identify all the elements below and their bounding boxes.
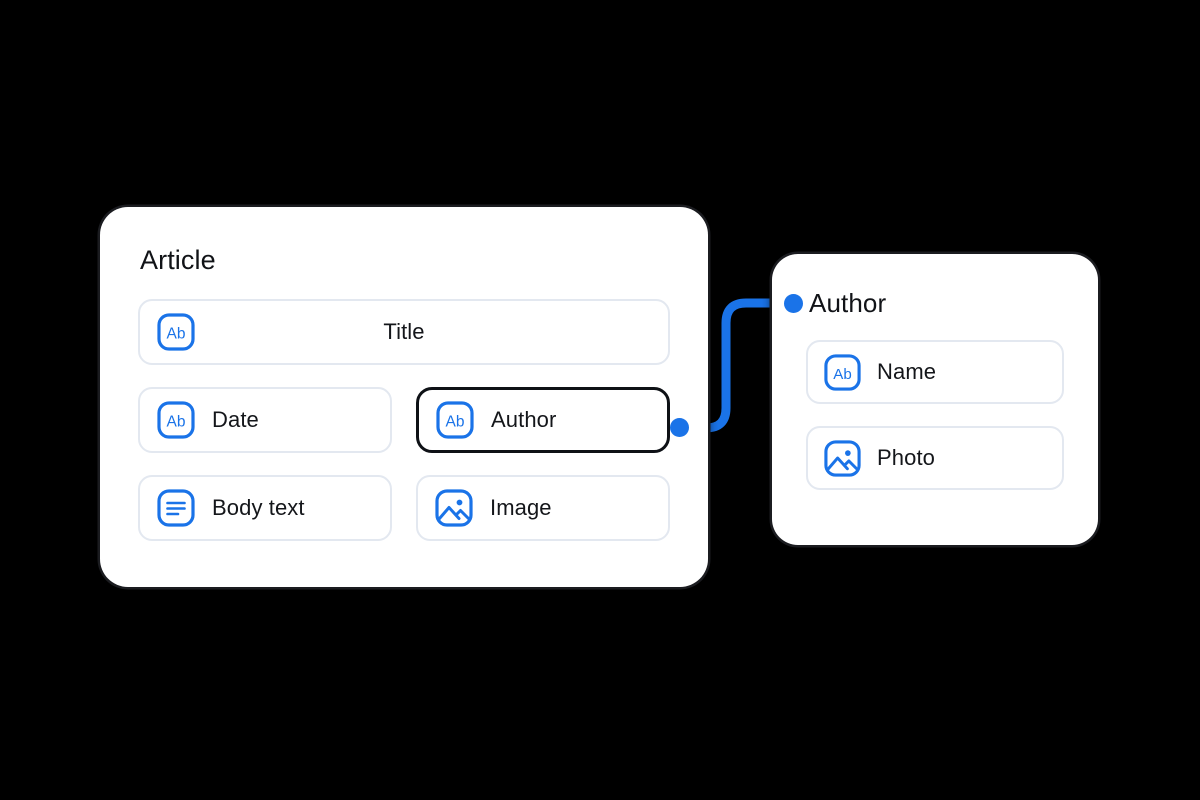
field-label: Body text — [212, 495, 305, 520]
article-card-title: Article — [140, 245, 216, 275]
field-title[interactable]: Ab Title — [138, 299, 670, 365]
image-icon — [823, 439, 862, 478]
field-body-text[interactable]: Body text — [138, 475, 392, 541]
field-photo[interactable]: Photo — [806, 426, 1064, 490]
svg-text:Ab: Ab — [833, 365, 851, 382]
field-label: Author — [491, 407, 557, 432]
image-icon — [434, 488, 474, 528]
field-label: Image — [490, 495, 552, 520]
svg-text:Ab: Ab — [167, 414, 186, 431]
connector-target-dot[interactable] — [784, 294, 803, 313]
field-label: Photo — [877, 445, 935, 470]
field-name[interactable]: Ab Name — [806, 340, 1064, 404]
field-author[interactable]: Ab Author — [416, 387, 670, 453]
author-card-title: Author — [809, 288, 887, 318]
author-entity-card[interactable]: Author Ab Name — [772, 254, 1098, 545]
svg-text:Ab: Ab — [167, 326, 186, 343]
ab-icon: Ab — [823, 353, 862, 392]
author-field-list: Ab Name Photo — [806, 340, 1064, 490]
field-date[interactable]: Ab Date — [138, 387, 392, 453]
ab-icon: Ab — [156, 400, 196, 440]
field-image[interactable]: Image — [416, 475, 670, 541]
article-entity-card[interactable]: Article Ab Title Ab — [100, 207, 708, 587]
svg-text:Ab: Ab — [446, 414, 465, 431]
field-label: Date — [212, 407, 259, 432]
field-label: Title — [383, 319, 425, 344]
connector-source-dot[interactable] — [670, 418, 689, 437]
field-label: Name — [877, 359, 937, 384]
article-field-list: Ab Title Ab Date — [138, 299, 670, 541]
body-text-icon — [156, 488, 196, 528]
ab-icon: Ab — [435, 400, 475, 440]
ab-icon: Ab — [156, 312, 196, 352]
